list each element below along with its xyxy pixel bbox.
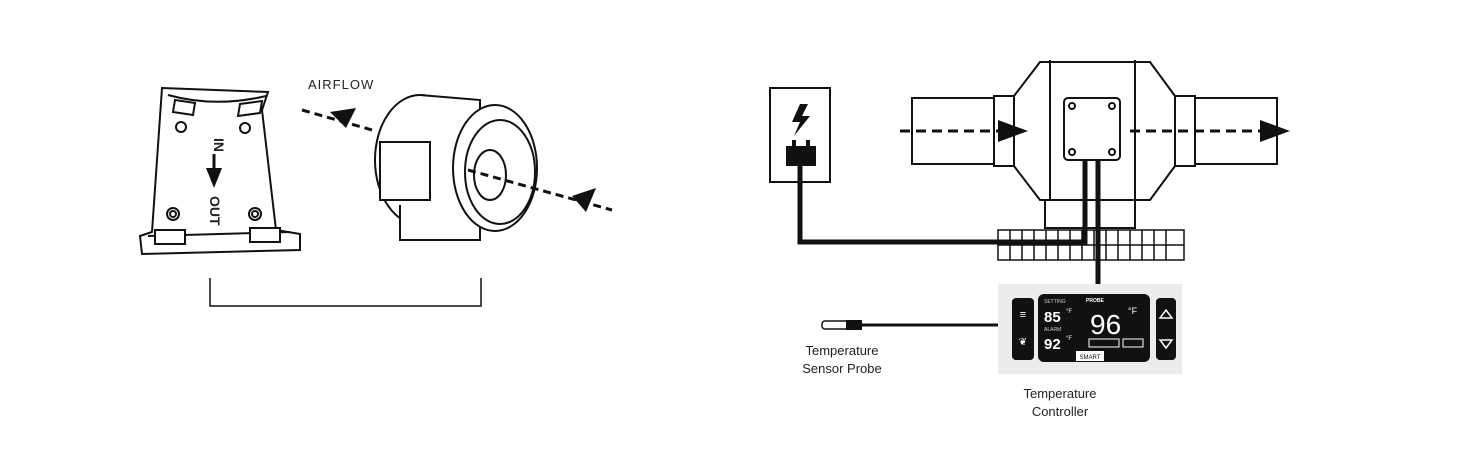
- duct-airflow-arrows: [900, 120, 1290, 142]
- temperature-controller: ≡ ❦ SETTING 85 °F ALARM 92 °F PROBE 96 °…: [998, 284, 1182, 374]
- right-button-panel: [1156, 298, 1176, 360]
- fan-speed-bar: [1088, 338, 1120, 348]
- probe-label-2: Sensor Probe: [802, 361, 882, 376]
- probe-label-1: Temperature: [806, 343, 879, 358]
- controller-label-1: Temperature: [1024, 386, 1097, 401]
- dimension-bracket: [209, 278, 482, 307]
- cables: [797, 160, 1101, 327]
- menu-icon[interactable]: ≡: [1020, 309, 1026, 321]
- probe-display-label: PROBE: [1086, 298, 1104, 304]
- timer-bar: [1122, 338, 1144, 348]
- alarm-label: ALARM: [1044, 327, 1061, 333]
- setting-label: SETTING: [1044, 299, 1066, 305]
- setting-unit: °F: [1066, 309, 1072, 315]
- controller-label-2: Controller: [1032, 404, 1089, 419]
- probe-unit: °F: [1128, 306, 1138, 316]
- lightning-icon: [792, 104, 810, 136]
- duct-system: [911, 60, 1278, 229]
- lcd-display: [1038, 294, 1150, 362]
- setting-value: 85: [1044, 309, 1061, 326]
- in-label: IN: [211, 138, 227, 152]
- inline-duct-fan: [374, 94, 538, 241]
- up-arrow-icon[interactable]: [1158, 308, 1174, 319]
- probe-value: 96: [1090, 309, 1121, 340]
- alarm-value: 92: [1044, 336, 1061, 353]
- airflow-label: AIRFLOW: [308, 77, 374, 92]
- down-arrow-icon[interactable]: [1158, 339, 1174, 350]
- airflow-arrow: [301, 108, 613, 212]
- leaf-icon[interactable]: ❦: [1019, 337, 1027, 348]
- temperature-sensor-probe: [821, 320, 862, 330]
- mode-label: SMART: [1080, 355, 1101, 361]
- out-label: OUT: [207, 196, 223, 226]
- left-button-panel: [1012, 298, 1034, 360]
- in-out-arrow: IN OUT: [206, 138, 227, 226]
- mounting-rail: [997, 229, 1185, 261]
- alarm-unit: °F: [1066, 336, 1072, 342]
